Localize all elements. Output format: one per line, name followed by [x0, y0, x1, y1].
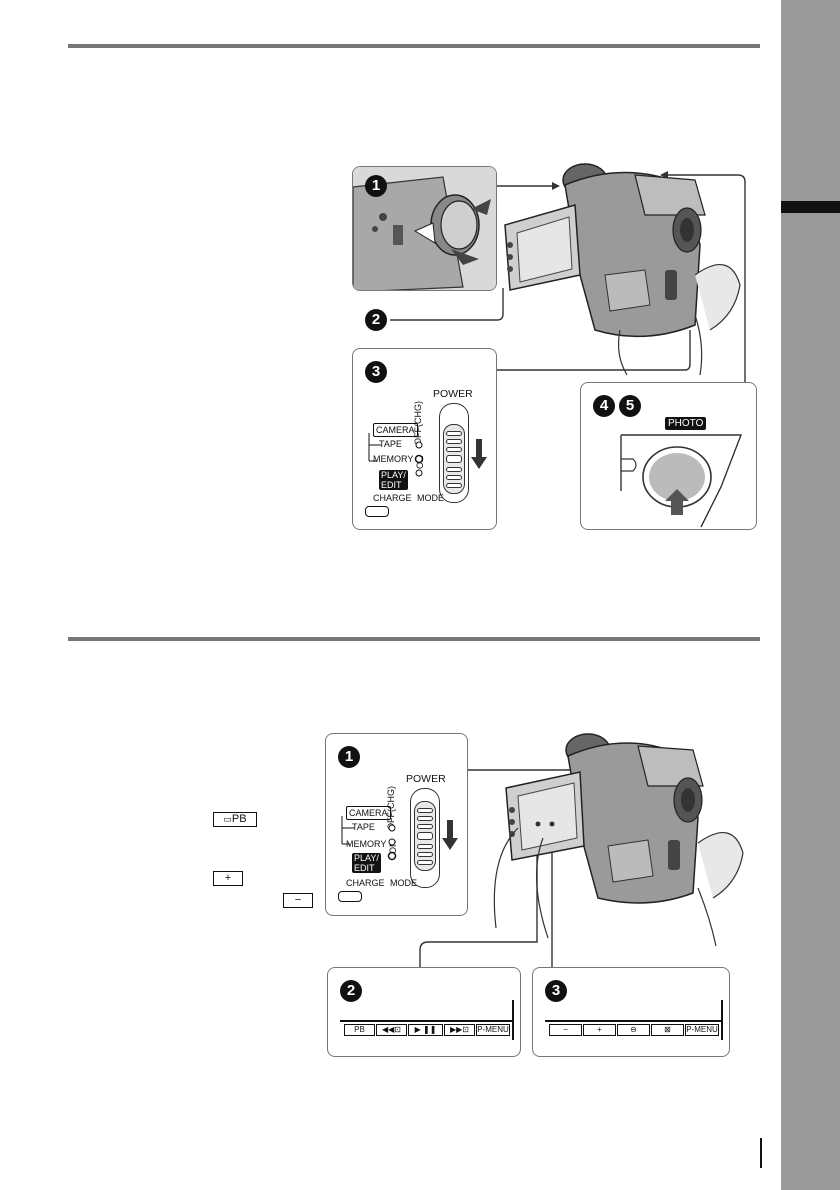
charge-label-b: CHARGE	[346, 878, 385, 888]
rewind-button[interactable]: ◀◀⊡	[376, 1024, 407, 1036]
power-label: POWER	[433, 388, 473, 400]
p-menu-button-b[interactable]: P-MENU	[685, 1024, 719, 1036]
panel-photo-button: 4 5 PHOTO	[580, 382, 757, 530]
mode-indicator-lines-b	[341, 816, 397, 861]
power-switch[interactable]	[439, 403, 469, 503]
photo-button-illustration[interactable]	[581, 431, 757, 530]
memory-label-b: MEMORY	[346, 839, 387, 849]
p-menu-button[interactable]: P-MENU	[476, 1024, 510, 1036]
charge-label: CHARGE	[373, 493, 412, 503]
photo-label: PHOTO	[665, 417, 707, 430]
arrow-down-icon-b	[442, 820, 458, 850]
tape-label-b: TAPE	[352, 822, 375, 832]
page-number-divider	[760, 1138, 762, 1168]
pb-icon: ▭PB	[213, 812, 257, 827]
step-number-4: 4	[593, 395, 615, 417]
mode-label-b: MODE	[390, 878, 417, 888]
panel-playback-toolbar: 2 PB ◀◀⊡ ▶ ❚❚ ▶▶⊡ P-MENU	[327, 967, 521, 1057]
step-number-2b: 2	[340, 980, 362, 1002]
side-tab-marker	[781, 201, 840, 213]
delete-button[interactable]: ⊖	[617, 1024, 650, 1036]
step-number-5: 5	[619, 395, 641, 417]
minus-icon: −	[283, 893, 313, 908]
step-number-3: 3	[365, 361, 387, 383]
tape-label: TAPE	[379, 439, 402, 449]
mode-indicator-lines	[368, 433, 424, 477]
index-button[interactable]: ⊠	[651, 1024, 684, 1036]
camcorder-illustration-bottom	[493, 733, 744, 947]
play-edit-label: PLAY/ EDIT	[379, 470, 408, 490]
camcorder-illustration-top	[504, 163, 741, 376]
play-pause-button[interactable]: ▶ ❚❚	[408, 1024, 443, 1036]
panel-power-switch-bottom: 1 POWER OFF(CHG) ON CAMERA TAPE MEMORY P…	[325, 733, 468, 916]
mode-label: MODE	[417, 493, 444, 503]
mode-button[interactable]	[365, 506, 389, 517]
section-rule-bottom	[68, 637, 760, 641]
section-rule-top	[68, 44, 760, 48]
pb-button[interactable]: PB	[344, 1024, 375, 1036]
panel-power-switch-top: 3 POWER OFF(CHG) ON CAMERA TAPE MEMORY P…	[352, 348, 497, 530]
plus-button[interactable]: +	[583, 1024, 616, 1036]
step-number-3b: 3	[545, 980, 567, 1002]
arrow-down-icon	[471, 439, 487, 469]
panel-memory-toolbar: 3 − + ⊖ ⊠ P-MENU	[532, 967, 730, 1057]
power-label-b: POWER	[406, 773, 446, 785]
minus-button[interactable]: −	[549, 1024, 582, 1036]
plus-icon: +	[213, 871, 243, 886]
power-switch-b[interactable]	[410, 788, 440, 888]
step-number-1b: 1	[338, 746, 360, 768]
panel-lens-cap: 1	[352, 166, 497, 291]
step-number-2: 2	[365, 309, 387, 331]
camera-label: CAMERA	[373, 423, 418, 437]
power-switch-slider-b[interactable]	[414, 801, 436, 871]
side-thumb-tab	[781, 0, 840, 1190]
camera-label-b: CAMERA	[346, 806, 391, 820]
fast-forward-button[interactable]: ▶▶⊡	[444, 1024, 475, 1036]
power-switch-slider[interactable]	[443, 424, 465, 494]
play-edit-label-b: PLAY/ EDIT	[352, 853, 381, 873]
step-number-1: 1	[365, 175, 387, 197]
mode-button-b[interactable]	[338, 891, 362, 902]
memory-label: MEMORY	[373, 454, 414, 464]
